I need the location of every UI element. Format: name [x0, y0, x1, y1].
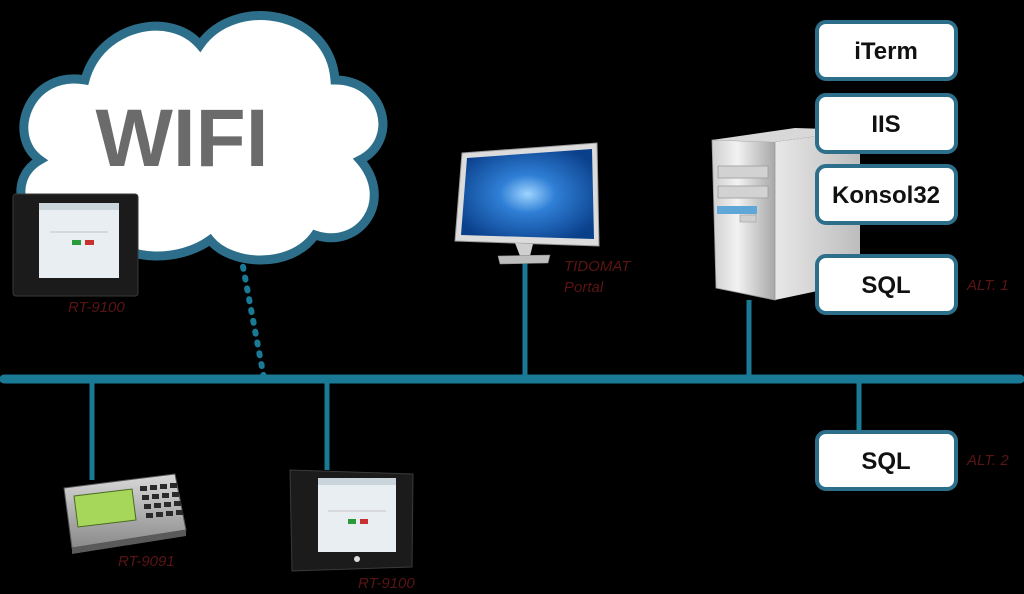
- sql-alt2-label: SQL: [861, 448, 910, 475]
- network-bus: [0, 262, 1024, 480]
- server-box-sql-alt1: SQL ALT. 1: [815, 254, 1009, 315]
- server-box-label: iTerm: [854, 38, 918, 65]
- server-box-label: SQL: [861, 272, 910, 299]
- terminal-rt9100-lan: RT-9100: [289, 469, 415, 592]
- server-box-iterm: iTerm: [815, 20, 958, 81]
- portal-label-line1: TIDOMAT: [564, 258, 632, 275]
- rt9100-lan-label: RT-9100: [358, 575, 415, 592]
- portal-monitor: TIDOMAT Portal: [454, 142, 632, 296]
- terminal-rt9100-wifi: RT-9100: [12, 193, 139, 316]
- alt2-label: ALT. 2: [966, 452, 1009, 469]
- sql-box-alt2: SQL ALT. 2: [815, 430, 1009, 491]
- rt9100-wifi-label: RT-9100: [68, 299, 125, 316]
- server-box-iis: IIS: [815, 93, 958, 154]
- server-box-label: IIS: [871, 111, 900, 138]
- alt1-label: ALT. 1: [966, 277, 1009, 294]
- rt9091-label: RT-9091: [118, 553, 175, 570]
- wifi-link-dotted: [238, 253, 267, 381]
- terminal-rt9091: RT-9091: [63, 473, 187, 570]
- wifi-label: WIFI: [95, 93, 268, 184]
- server-box-konsol32: Konsol32: [815, 164, 958, 225]
- portal-label-line2: Portal: [564, 279, 604, 296]
- server-box-label: Konsol32: [832, 182, 940, 209]
